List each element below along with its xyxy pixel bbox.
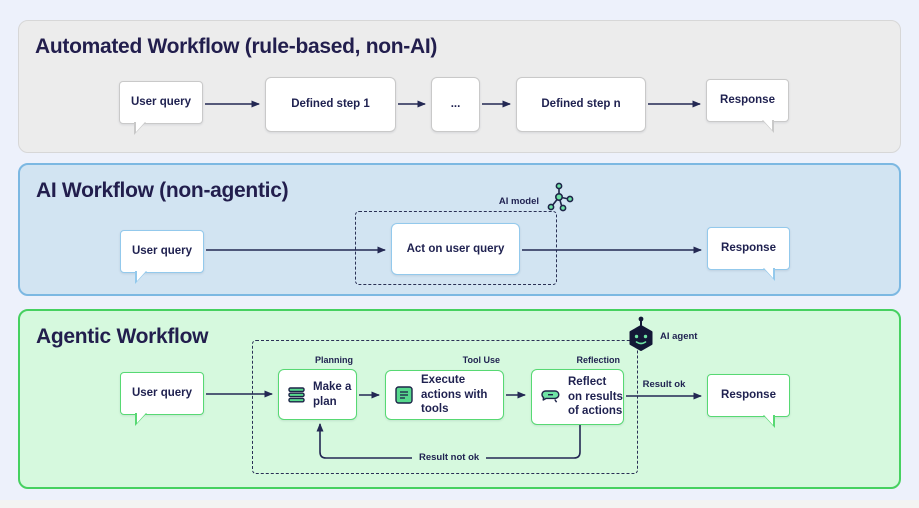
ai-workflow-panel: AI Workflow (non-agentic) User query Act… xyxy=(18,163,901,296)
ai-agent-boundary xyxy=(252,340,638,474)
ai-model-label: AI model xyxy=(498,196,539,207)
ai-agent-label: AI agent xyxy=(660,331,698,342)
defined-step-n-label: Defined step n xyxy=(541,98,621,111)
reflection-label: Reflection xyxy=(576,355,620,365)
agentic-workflow-title: Agentic Workflow xyxy=(36,325,209,348)
act-on-user-query-box: Act on user query xyxy=(391,223,520,275)
bottom-page-edge xyxy=(0,500,919,508)
automated-workflow-panel: Automated Workflow (rule-based, non-AI) … xyxy=(18,20,901,153)
automated-workflow-title: Automated Workflow (rule-based, non-AI) xyxy=(35,35,438,58)
reflection-thought-bubble-icon xyxy=(541,389,560,403)
planning-label: Planning xyxy=(315,355,353,365)
ai-agent-icon xyxy=(629,316,653,351)
user-query-bubble: User query xyxy=(120,372,204,426)
ai-workflow-title: AI Workflow (non-agentic) xyxy=(36,179,289,202)
response-label: Response xyxy=(721,242,776,255)
user-query-bubble: User query xyxy=(120,230,204,284)
defined-step-1-label: Defined step 1 xyxy=(291,98,370,111)
ai-model-icon xyxy=(547,182,574,212)
response-label: Response xyxy=(720,94,775,107)
agentic-workflow-panel: Agentic Workflow User query Planning xyxy=(18,309,901,489)
result-not-ok-label: Result not ok xyxy=(412,451,487,464)
reflect-box: Reflect on results of actions xyxy=(531,369,624,425)
response-bubble: Response xyxy=(706,79,789,133)
plan-stack-icon xyxy=(288,386,305,402)
response-bubble: Response xyxy=(707,227,790,281)
ai-model-boundary xyxy=(355,211,557,285)
response-bubble: Response xyxy=(707,374,790,428)
tool-use-label: Tool Use xyxy=(462,355,500,365)
reflect-label: Reflect on results of actions xyxy=(568,376,623,418)
defined-step-1-box: Defined step 1 xyxy=(265,77,396,132)
user-query-label: User query xyxy=(130,96,192,109)
user-query-label: User query xyxy=(131,245,193,258)
result-ok-label: Result ok xyxy=(642,379,686,390)
make-a-plan-label: Make a plan xyxy=(313,381,352,408)
execute-actions-label: Execute actions with tools xyxy=(421,374,488,416)
ellipsis-label: ... xyxy=(450,98,461,111)
execute-actions-box: Execute actions with tools xyxy=(385,370,504,420)
act-on-user-query-label: Act on user query xyxy=(406,242,505,255)
ellipsis-box: ... xyxy=(431,77,480,132)
tools-document-icon xyxy=(395,386,413,404)
make-a-plan-box: Make a plan xyxy=(278,369,357,420)
user-query-bubble: User query xyxy=(119,81,203,135)
user-query-label: User query xyxy=(131,387,193,400)
response-label: Response xyxy=(721,389,776,402)
defined-step-n-box: Defined step n xyxy=(516,77,646,132)
